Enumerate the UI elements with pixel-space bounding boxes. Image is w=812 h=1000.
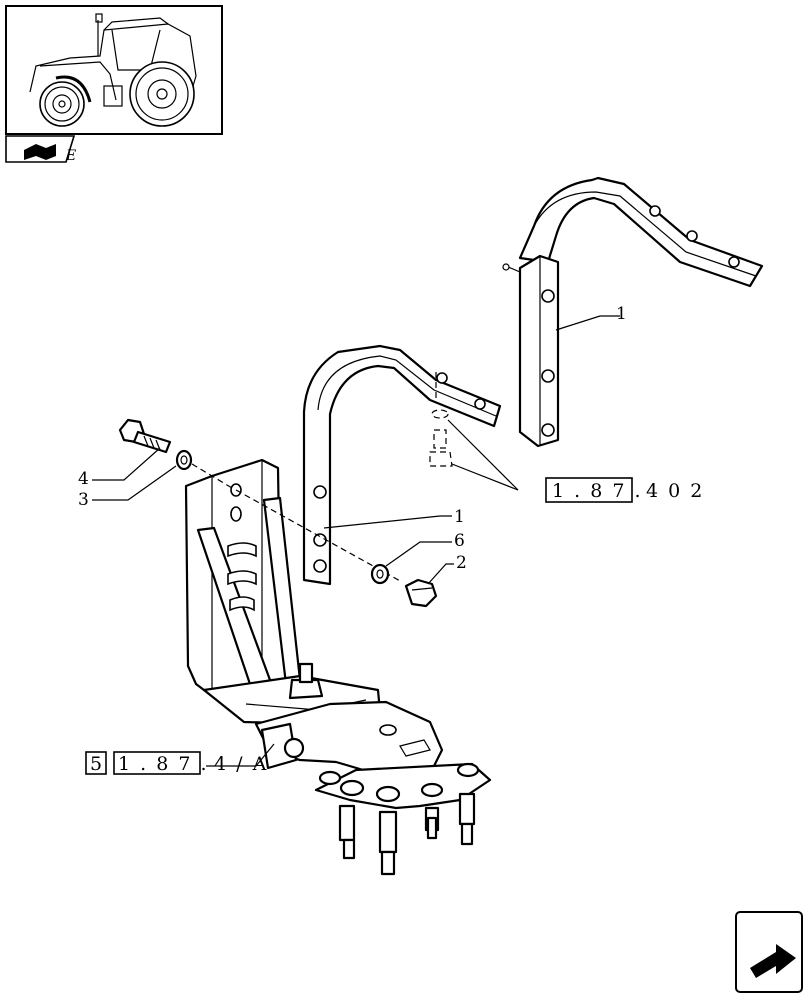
bolt-stack-upper[interactable] [429, 372, 519, 491]
callout-2: 2 [456, 553, 467, 573]
next-page-arrow-icon [750, 944, 796, 978]
reference-lower-tail: 4 / A [214, 753, 268, 775]
callout-6: 6 [454, 531, 465, 551]
next-page-button[interactable] [735, 911, 803, 993]
reference-upper-box-text: 1 . 8 7 . [552, 480, 643, 502]
washer-part-6[interactable] [370, 563, 390, 585]
book-tab[interactable]: E [5, 135, 76, 164]
callout-1-upper: 1 [616, 304, 627, 324]
reference-lower-prefix: 5 [90, 753, 104, 775]
washer-part-3[interactable] [175, 449, 193, 471]
bracket-middle[interactable] [302, 344, 502, 586]
open-book-icon [24, 144, 56, 160]
callout-3: 3 [78, 490, 89, 510]
assembly-axis-line [191, 463, 403, 583]
tractor-thumbnail[interactable] [5, 5, 223, 135]
bolt-part-4[interactable] [118, 418, 172, 454]
reference-upper-tail: 4 0 2 [646, 480, 704, 502]
thumbnail-corner-letter: E [65, 148, 76, 164]
pivot-assembly[interactable] [254, 700, 492, 876]
callout-1-middle: 1 [454, 507, 465, 527]
reference-lower-box-text: 1 . 8 7 . [118, 753, 209, 775]
callout-4: 4 [78, 469, 89, 489]
leader-lines [92, 315, 620, 767]
nut-part-2[interactable] [404, 578, 438, 608]
mounting-plate[interactable] [184, 458, 382, 726]
reference-link-lower[interactable]: 5 1 . 8 7 . 4 / A [85, 751, 268, 775]
reference-link-upper[interactable]: 1 . 8 7 . 4 0 2 [545, 477, 704, 503]
bracket-upper[interactable] [502, 176, 764, 448]
